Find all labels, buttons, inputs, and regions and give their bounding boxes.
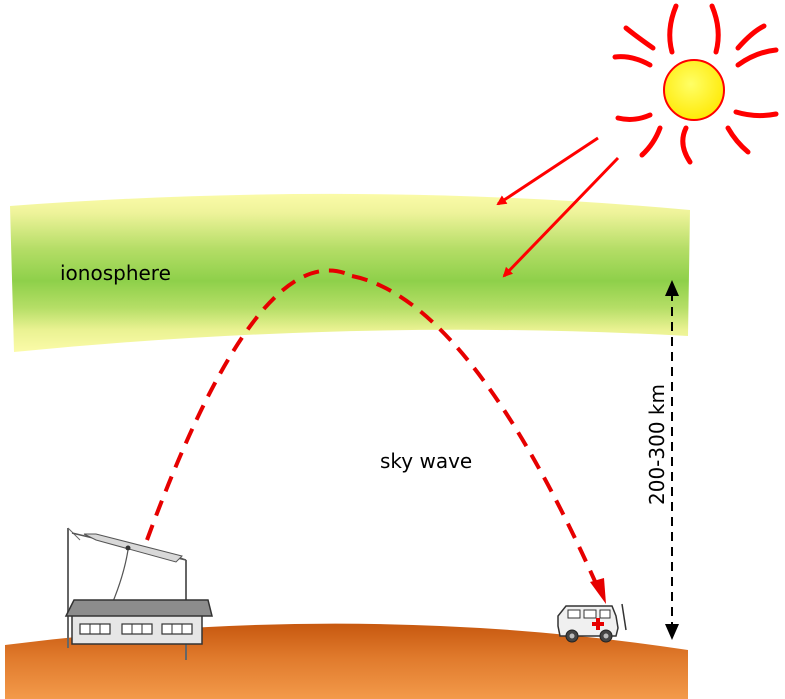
sky-wave-path (145, 268, 606, 604)
sun-icon (612, 3, 779, 165)
sky-wave-label: sky wave (380, 449, 472, 473)
solar-radiation-arrows (496, 136, 620, 278)
ionosphere-layer (10, 193, 690, 352)
ambulance-vehicle-icon (557, 603, 627, 643)
height-label: 200-300 km (645, 384, 669, 505)
house-with-antenna-icon (64, 527, 213, 660)
height-dimension-arrow (665, 280, 679, 640)
ionosphere-label: ionosphere (60, 261, 171, 285)
